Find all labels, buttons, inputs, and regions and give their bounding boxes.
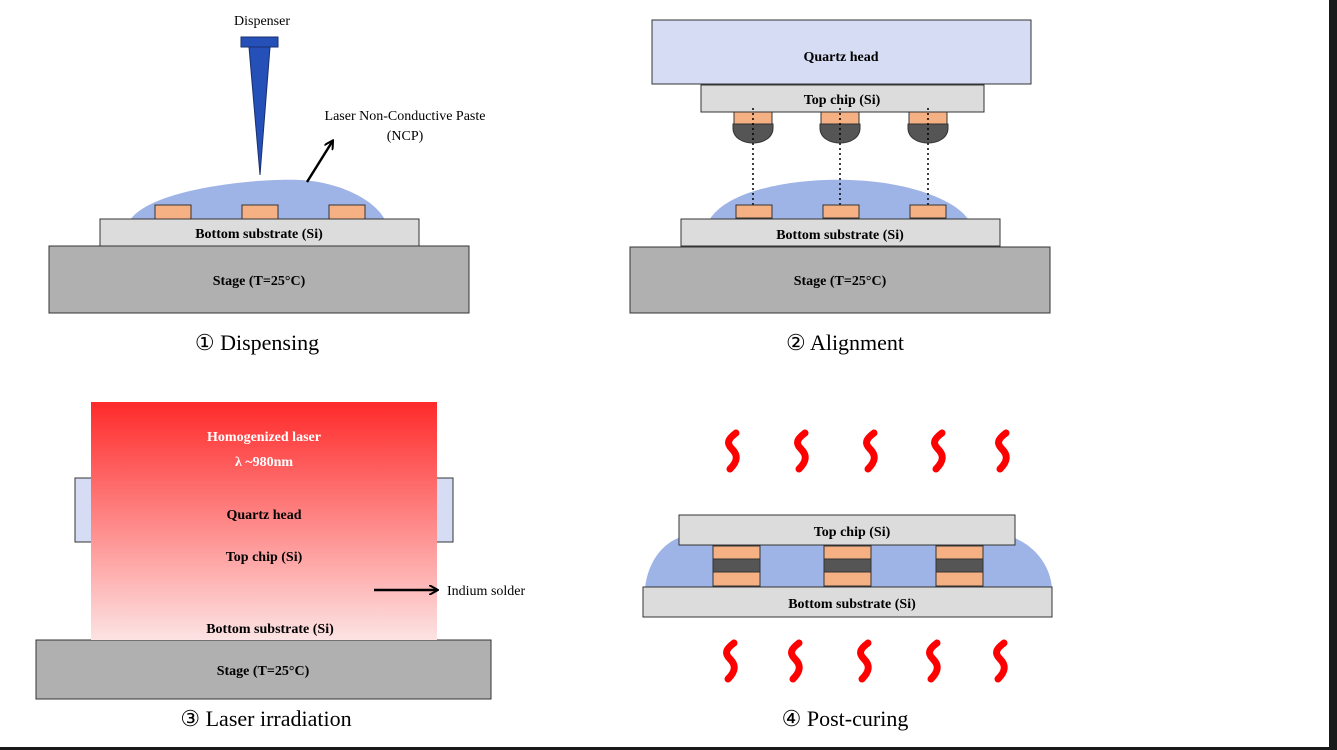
heat-wave-icon — [935, 433, 943, 469]
stage-block — [48, 245, 470, 314]
indium-solder-label: Indium solder — [447, 584, 525, 599]
bottom-substrate — [680, 218, 1001, 247]
bonded-joint — [712, 545, 761, 587]
stage-label: Stage (T=25°C) — [794, 274, 887, 289]
panel-post-curing: Top chip (Si) Bottom substrate (Si) ④ Po… — [642, 433, 1053, 731]
dispenser-icon — [240, 36, 279, 176]
pad — [822, 204, 860, 219]
pad — [241, 204, 279, 220]
dispenser-label: Dispenser — [234, 14, 290, 29]
heat-wave-icon — [792, 643, 800, 679]
caption-laser-irradiation: ③ Laser irradiation — [180, 706, 351, 731]
window-edge — [1329, 0, 1337, 750]
laser-label-line1: Homogenized laser — [207, 430, 321, 445]
heat-wave-icon — [727, 643, 735, 679]
pad — [735, 204, 773, 219]
heat-wave-icon — [930, 643, 938, 679]
heat-wave-icon — [867, 433, 875, 469]
bottom-substrate-label: Bottom substrate (Si) — [788, 597, 916, 612]
ncp-droplet — [130, 179, 385, 220]
top-chip-label: Top chip (Si) — [226, 550, 303, 565]
heat-wave-icon — [999, 433, 1007, 469]
heat-wave-icon — [798, 433, 806, 469]
panel-laser-irradiation: Stage (T=25°C) Homogenized laser λ ~980n… — [35, 402, 525, 731]
heat-wave-icon — [729, 433, 737, 469]
quartz-head-label: Quartz head — [226, 508, 301, 523]
stage-label: Stage (T=25°C) — [217, 664, 310, 679]
laser-beam — [91, 402, 437, 640]
ncp-label-line1: Laser Non-Conductive Paste — [325, 109, 486, 124]
heat-wave-icon — [997, 643, 1005, 679]
stage-label: Stage (T=25°C) — [213, 274, 306, 289]
caption-post-curing: ④ Post-curing — [782, 706, 909, 731]
bottom-substrate-label: Bottom substrate (Si) — [195, 227, 323, 242]
caption-dispensing: ① Dispensing — [195, 330, 319, 355]
stage-block — [35, 639, 492, 700]
quartz-head-label: Quartz head — [803, 50, 878, 65]
laser-label-line2: λ ~980nm — [235, 455, 293, 470]
top-chip-label: Top chip (Si) — [804, 93, 881, 108]
bonded-joint — [935, 545, 984, 587]
top-chip — [678, 514, 1016, 546]
stage-block — [629, 246, 1051, 314]
panel-dispensing: Stage (T=25°C) Bottom substrate (Si) Dis… — [48, 14, 486, 355]
ncp-droplet — [710, 179, 968, 219]
caption-alignment: ② Alignment — [786, 330, 904, 355]
top-chip-label: Top chip (Si) — [814, 525, 891, 540]
ncp-arrow — [305, 142, 332, 183]
bonded-joint — [823, 545, 872, 587]
bottom-substrate — [99, 218, 420, 247]
pad — [154, 204, 192, 220]
bottom-substrate-label: Bottom substrate (Si) — [206, 622, 334, 637]
bottom-substrate — [642, 586, 1053, 618]
pad — [328, 204, 366, 220]
pad — [909, 204, 947, 219]
top-chip — [700, 84, 985, 113]
ncp-label-line2: (NCP) — [387, 129, 424, 144]
window-edge — [0, 747, 1337, 750]
panel-alignment: Quartz head Top chip (Si) Bottom substra… — [629, 19, 1051, 355]
quartz-head — [651, 19, 1032, 85]
heat-wave-icon — [861, 643, 869, 679]
bottom-substrate-label: Bottom substrate (Si) — [776, 228, 904, 243]
